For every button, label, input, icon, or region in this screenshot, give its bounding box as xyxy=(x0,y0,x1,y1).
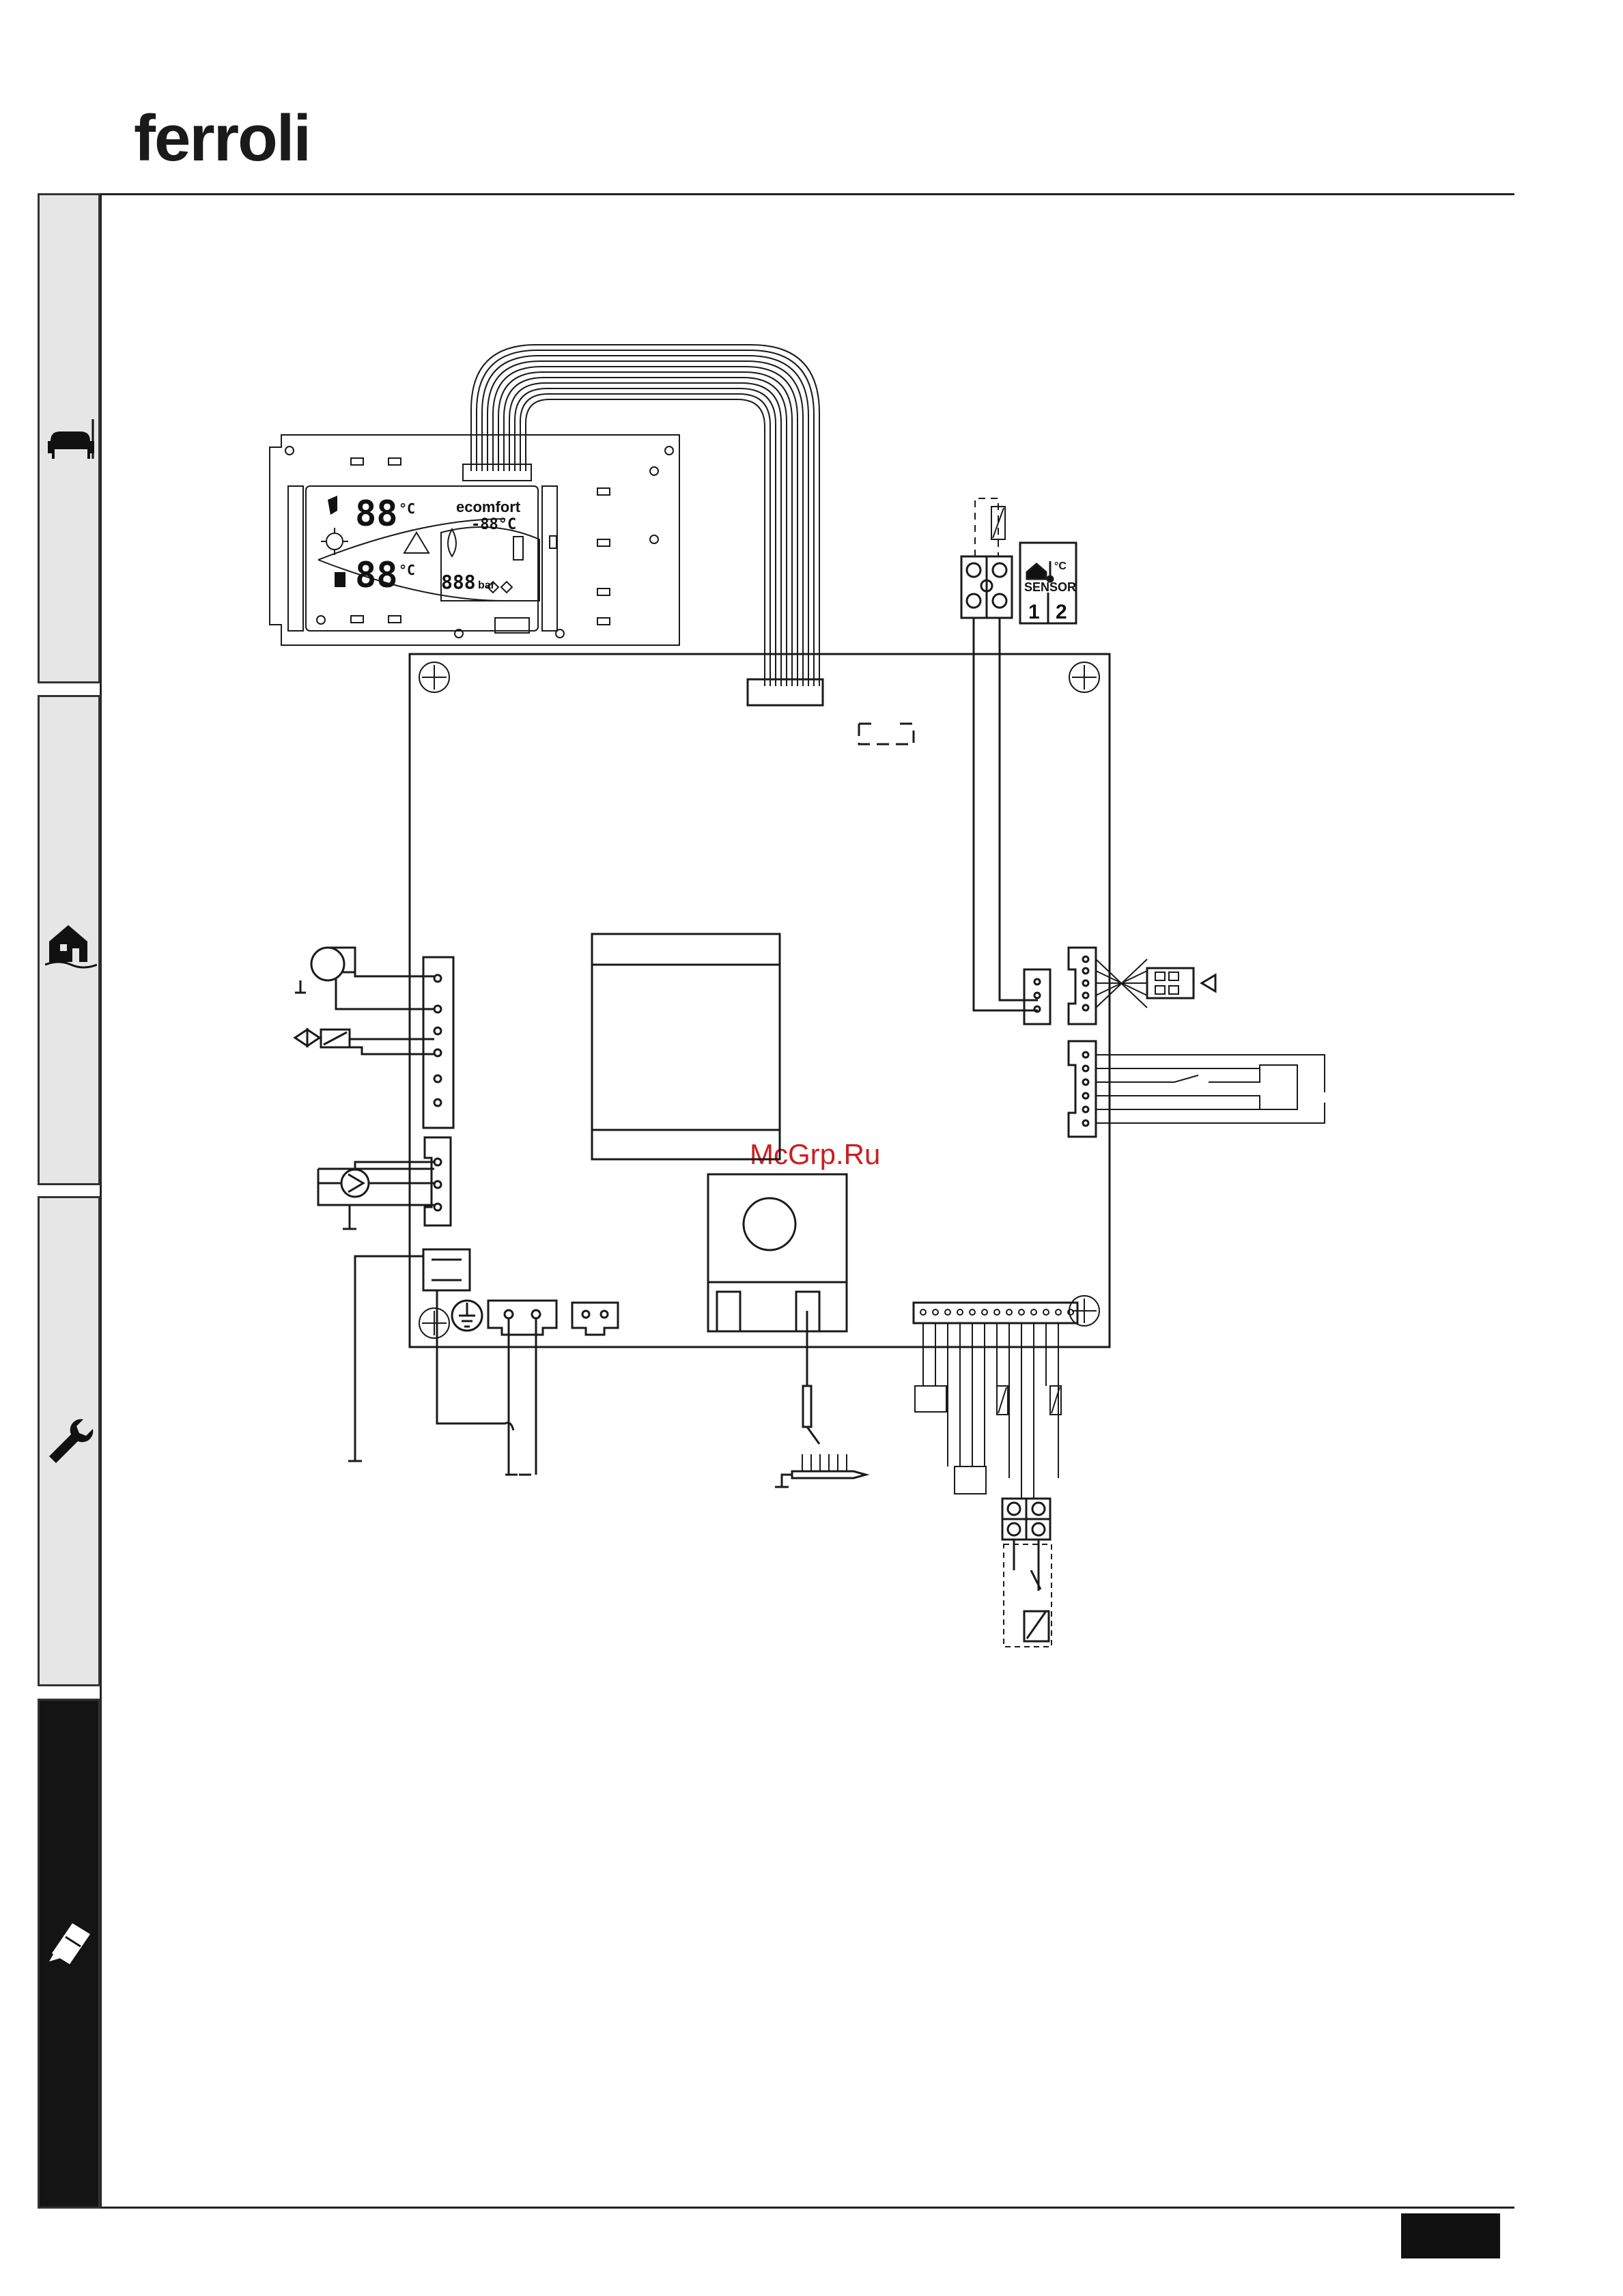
ignition-electrode xyxy=(775,1311,866,1487)
ribbon-cable xyxy=(471,345,819,686)
lcd-pressure: 888 xyxy=(441,571,476,593)
gas-valve-icon xyxy=(295,1030,434,1054)
flow-switch-connector xyxy=(1069,1041,1325,1137)
pump-connector xyxy=(425,1137,451,1225)
sensor-unit: °C xyxy=(1054,561,1067,572)
sensor-terminal-2: 2 xyxy=(1056,601,1067,623)
sensor-connector xyxy=(914,1303,1077,1499)
diverter-valve-connector xyxy=(1069,948,1215,1024)
fan-icon xyxy=(295,948,434,1009)
pump-icon xyxy=(318,1162,434,1229)
mounting-screws xyxy=(419,662,1099,1338)
dashed-connector xyxy=(859,724,914,744)
lcd-small-temp: -88°C xyxy=(471,516,516,533)
lcd-bottom-unit: °C xyxy=(399,562,415,578)
sensor-label: SENSOR xyxy=(1024,580,1076,594)
room-thermostat-terminal xyxy=(1002,1499,1052,1647)
lcd-bottom-temp: 88 xyxy=(355,555,398,596)
sensor-input-connector xyxy=(1024,969,1050,1024)
mains-terminal xyxy=(488,1301,556,1475)
earth-symbol xyxy=(452,1301,482,1331)
lcd-brand: ecomfort xyxy=(456,498,521,515)
lcd-top-unit: °C xyxy=(399,500,415,517)
lcd-top-temp: 88 xyxy=(355,494,398,535)
display-board xyxy=(270,435,679,645)
ignition-transformer xyxy=(708,1174,847,1331)
lcd-pressure-unit: bar xyxy=(478,580,495,591)
sensor-terminal-1: 1 xyxy=(1028,601,1040,623)
fan-connector xyxy=(423,957,453,1128)
central-module xyxy=(592,934,780,1159)
ribbon-connector xyxy=(748,679,823,705)
aux-terminal xyxy=(572,1303,618,1335)
power-connector xyxy=(348,1249,513,1461)
